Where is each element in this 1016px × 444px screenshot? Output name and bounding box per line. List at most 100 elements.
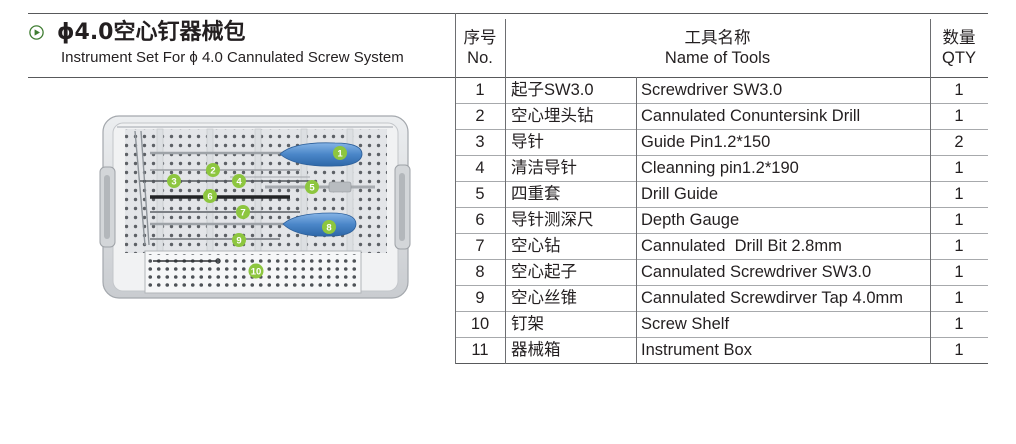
callout-number: 8 — [326, 223, 331, 234]
tool-name-cn: 空心丝锥 — [511, 289, 577, 307]
column-divider-name — [636, 77, 637, 364]
column-header-name-cn: 工具名称 — [684, 29, 751, 47]
callout-2: 2 — [206, 163, 220, 177]
tool-name-cn: 空心埋头钻 — [511, 107, 594, 125]
table-row: 10 钉架 Screw Shelf 1 — [455, 312, 988, 338]
top-rule — [28, 13, 988, 14]
tool-name-cn: 导针 — [511, 133, 544, 151]
instrument-box-photo: 1 2 3 4 5 6 7 8 9 10 — [99, 115, 411, 299]
tool-name-cn: 空心起子 — [511, 263, 577, 281]
tool-name-cn: 四重套 — [511, 185, 561, 203]
tools-table: 1 起子SW3.0 Screwdriver SW3.0 1 2 空心埋头钻 Ca… — [455, 78, 988, 364]
column-divider-number — [505, 19, 506, 364]
forceps — [134, 130, 150, 246]
tool-name-en: Instrument Box — [641, 341, 752, 359]
callout-10: 10 — [248, 263, 264, 279]
tool-name-cn: 起子SW3.0 — [511, 81, 594, 99]
table-row: 2 空心埋头钻 Cannulated Conuntersink Drill 1 — [455, 104, 988, 130]
callout-number: 1 — [337, 149, 343, 160]
callout-3: 3 — [167, 174, 181, 188]
tool-qty: 1 — [954, 263, 964, 281]
tool-qty: 1 — [954, 211, 964, 229]
callout-1: 1 — [333, 146, 347, 160]
callout-8: 8 — [322, 220, 336, 234]
callout-7: 7 — [236, 205, 250, 219]
callout-number: 4 — [236, 177, 242, 188]
tool-name-en: Cannulated Screwdriver SW3.0 — [641, 263, 872, 281]
row-number: 1 — [475, 81, 485, 99]
table-left-border — [455, 13, 456, 364]
column-header-qty-cn: 数量 — [942, 29, 976, 47]
row-number: 2 — [475, 107, 485, 125]
row-number: 6 — [475, 211, 485, 229]
callout-4: 4 — [232, 174, 246, 188]
row-number: 9 — [475, 289, 485, 307]
tool-name-en: Screw Shelf — [641, 315, 730, 333]
tool-name-cn: 钉架 — [511, 315, 544, 333]
tool-name-en: Screwdriver SW3.0 — [641, 81, 783, 99]
table-row: 9 空心丝锥 Cannulated Screwdirver Tap 4.0mm … — [455, 286, 988, 312]
tool-name-cn: 器械箱 — [511, 341, 561, 359]
callout-number: 2 — [210, 166, 215, 177]
drill-guide — [265, 181, 375, 193]
tray-handle-right — [394, 164, 411, 250]
callout-number: 9 — [236, 236, 241, 247]
tool-qty: 1 — [954, 159, 964, 177]
table-row: 6 导针测深尺 Depth Gauge 1 — [455, 208, 988, 234]
callout-9: 9 — [232, 233, 246, 247]
table-row: 7 空心钻 Cannulated Drill Bit 2.8mm 1 — [455, 234, 988, 260]
tool-qty: 1 — [954, 185, 964, 203]
row-number: 10 — [470, 315, 490, 333]
tool-name-en: Cannulated Screwdirver Tap 4.0mm — [641, 289, 903, 307]
table-row: 5 四重套 Drill Guide 1 — [455, 182, 988, 208]
column-header-qty-en: QTY — [942, 49, 976, 67]
row-number: 7 — [475, 237, 485, 255]
tool-qty: 2 — [954, 133, 964, 151]
header-bottom-rule — [28, 77, 988, 78]
tool-qty: 1 — [954, 341, 964, 359]
column-header-name-en: Name of Tools — [664, 49, 771, 67]
table-row: 11 器械箱 Instrument Box 1 — [455, 338, 988, 364]
callout-number: 3 — [171, 177, 176, 188]
tool-name-en: Cannulated Drill Bit 2.8mm — [641, 237, 842, 255]
table-row: 3 导针 Guide Pin1.2*150 2 — [455, 130, 988, 156]
callout-5: 5 — [305, 180, 319, 194]
column-header-number: 序号 No. — [455, 28, 505, 68]
column-divider-qty — [930, 19, 931, 364]
callout-6: 6 — [203, 189, 217, 203]
tool-name-en: Depth Gauge — [641, 211, 740, 229]
play-circle-icon — [29, 25, 44, 40]
callout-number: 10 — [251, 267, 262, 278]
row-number: 8 — [475, 263, 485, 281]
callout-number: 5 — [309, 183, 315, 194]
tool-name-en: Guide Pin1.2*150 — [641, 133, 771, 151]
table-row: 8 空心起子 Cannulated Screwdriver SW3.0 1 — [455, 260, 988, 286]
tool-name-en: Drill Guide — [641, 185, 719, 203]
tool-qty: 1 — [954, 237, 964, 255]
row-number: 5 — [475, 185, 485, 203]
tool-qty: 1 — [954, 107, 964, 125]
column-header-number-cn: 序号 — [463, 29, 497, 47]
cannulated-screwdriver — [150, 212, 357, 237]
callout-number: 7 — [240, 208, 245, 219]
tool-name-cn: 清洁导针 — [511, 159, 577, 177]
tool-qty: 1 — [954, 289, 964, 307]
page-title: ϕ4.0空心钉器械包 — [57, 20, 246, 45]
tool-qty: 1 — [954, 81, 964, 99]
tray-handle-left — [99, 166, 116, 248]
column-header-qty: 数量 QTY — [930, 28, 988, 68]
tool-name-cn: 空心钻 — [511, 237, 561, 255]
row-number: 3 — [475, 133, 485, 151]
row-number: 4 — [475, 159, 485, 177]
table-row: 4 清洁导针 Cleanning pin1.2*190 1 — [455, 156, 988, 182]
tool-qty: 1 — [954, 315, 964, 333]
tool-name-cn: 导针测深尺 — [511, 211, 594, 229]
tool-name-en: Cannulated Conuntersink Drill — [641, 107, 861, 125]
column-header-name: 工具名称 Name of Tools — [505, 28, 930, 68]
table-row: 1 起子SW3.0 Screwdriver SW3.0 1 — [455, 78, 988, 104]
page-subtitle: Instrument Set For ϕ 4.0 Cannulated Scre… — [61, 49, 404, 66]
tool-name-en: Cleanning pin1.2*190 — [641, 159, 799, 177]
callout-number: 6 — [207, 192, 212, 203]
column-header-number-en: No. — [467, 49, 493, 67]
row-number: 11 — [471, 341, 489, 359]
